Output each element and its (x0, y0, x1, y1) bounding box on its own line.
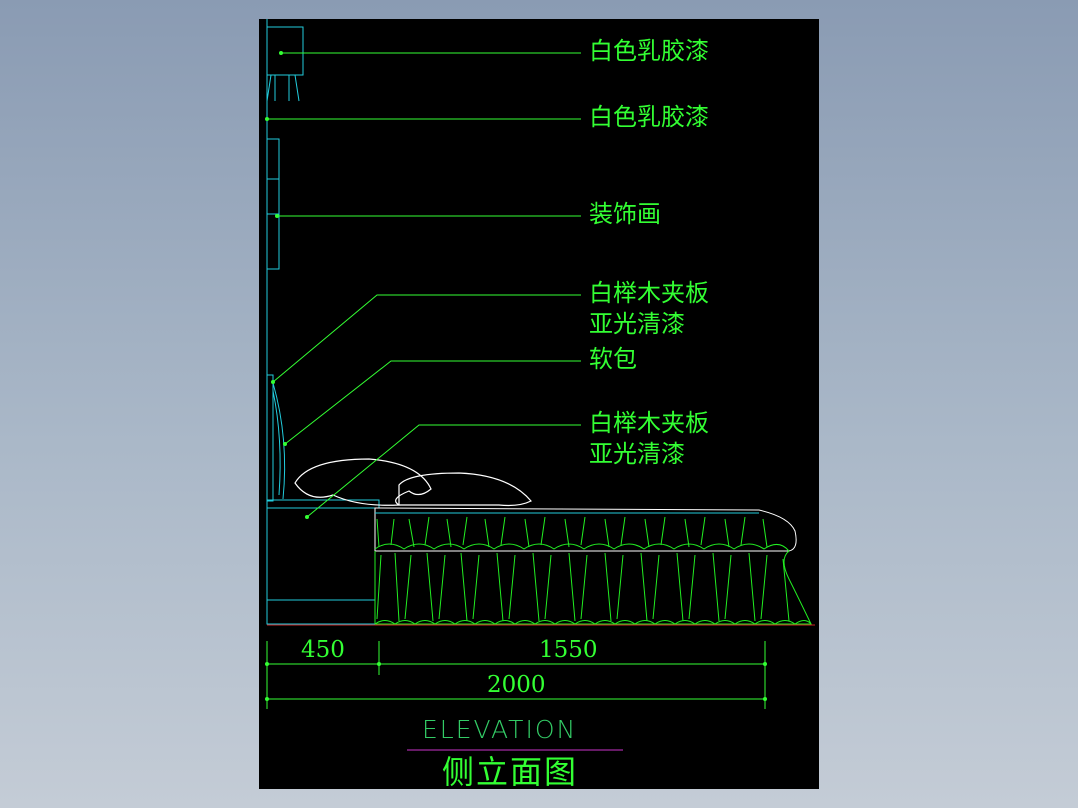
title-chinese: 侧立面图 (442, 753, 579, 791)
decorative-painting (266, 138, 280, 270)
label-decorative-painting: 装饰画 (589, 200, 661, 228)
headboard (267, 374, 274, 502)
nightstand-base (266, 599, 376, 625)
label-birch-plywood-2: 白榉木夹板 (589, 409, 709, 437)
dimension-450: 450 (301, 637, 345, 663)
pillow-1 (294, 458, 432, 506)
label-white-latex-paint-1: 白色乳胶漆 (589, 37, 709, 65)
wall-lamp (266, 26, 304, 76)
drawing-canvas: 白色乳胶漆 白色乳胶漆 装饰画 白榉木夹板 亚光清漆 软包 白榉木夹板 亚光清漆… (259, 19, 819, 791)
mattress (374, 507, 797, 552)
label-matte-varnish-1: 亚光清漆 (589, 310, 685, 338)
soft-pad (272, 382, 286, 500)
bed-skirt (374, 516, 812, 625)
label-soft-pad: 软包 (589, 345, 637, 373)
label-white-latex-paint-2: 白色乳胶漆 (589, 103, 709, 131)
label-birch-plywood-1: 白榉木夹板 (589, 279, 709, 307)
title-english: ELEVATION (422, 715, 578, 744)
dimension-2000: 2000 (487, 672, 546, 698)
nightstand-body (266, 507, 376, 601)
leader-dots (265, 51, 309, 519)
elevation-drawing (265, 19, 815, 751)
pillow-2 (398, 472, 532, 507)
leader-lines (267, 52, 581, 518)
label-matte-varnish-2: 亚光清漆 (589, 440, 685, 468)
lamp-stand (266, 74, 300, 102)
dimension-1550: 1550 (539, 637, 598, 663)
